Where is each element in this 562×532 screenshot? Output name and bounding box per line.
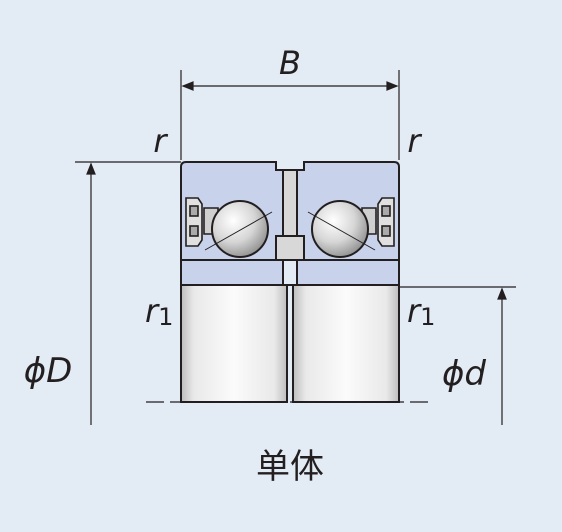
dimension-inner-diameter: [399, 286, 516, 425]
width-label: B: [279, 44, 301, 82]
cage-left: [185, 197, 219, 247]
dimension-outer-diameter: [75, 161, 181, 425]
dimension-b: [180, 70, 400, 160]
chamfer-label-right: r: [407, 122, 422, 160]
inner-ring-left: [180, 284, 288, 403]
inner-ring-right: [292, 284, 400, 403]
chamfer-label-left: r: [153, 122, 168, 160]
inner-diameter-label: ϕd: [442, 354, 486, 394]
caption: 单体: [256, 447, 324, 487]
ball-right: [307, 200, 376, 258]
chamfer1-label-left: r1: [145, 292, 173, 331]
ball-left: [204, 200, 273, 258]
chamfer1-label-right: r1: [407, 292, 435, 331]
outer-diameter-label: ϕD: [24, 351, 73, 391]
